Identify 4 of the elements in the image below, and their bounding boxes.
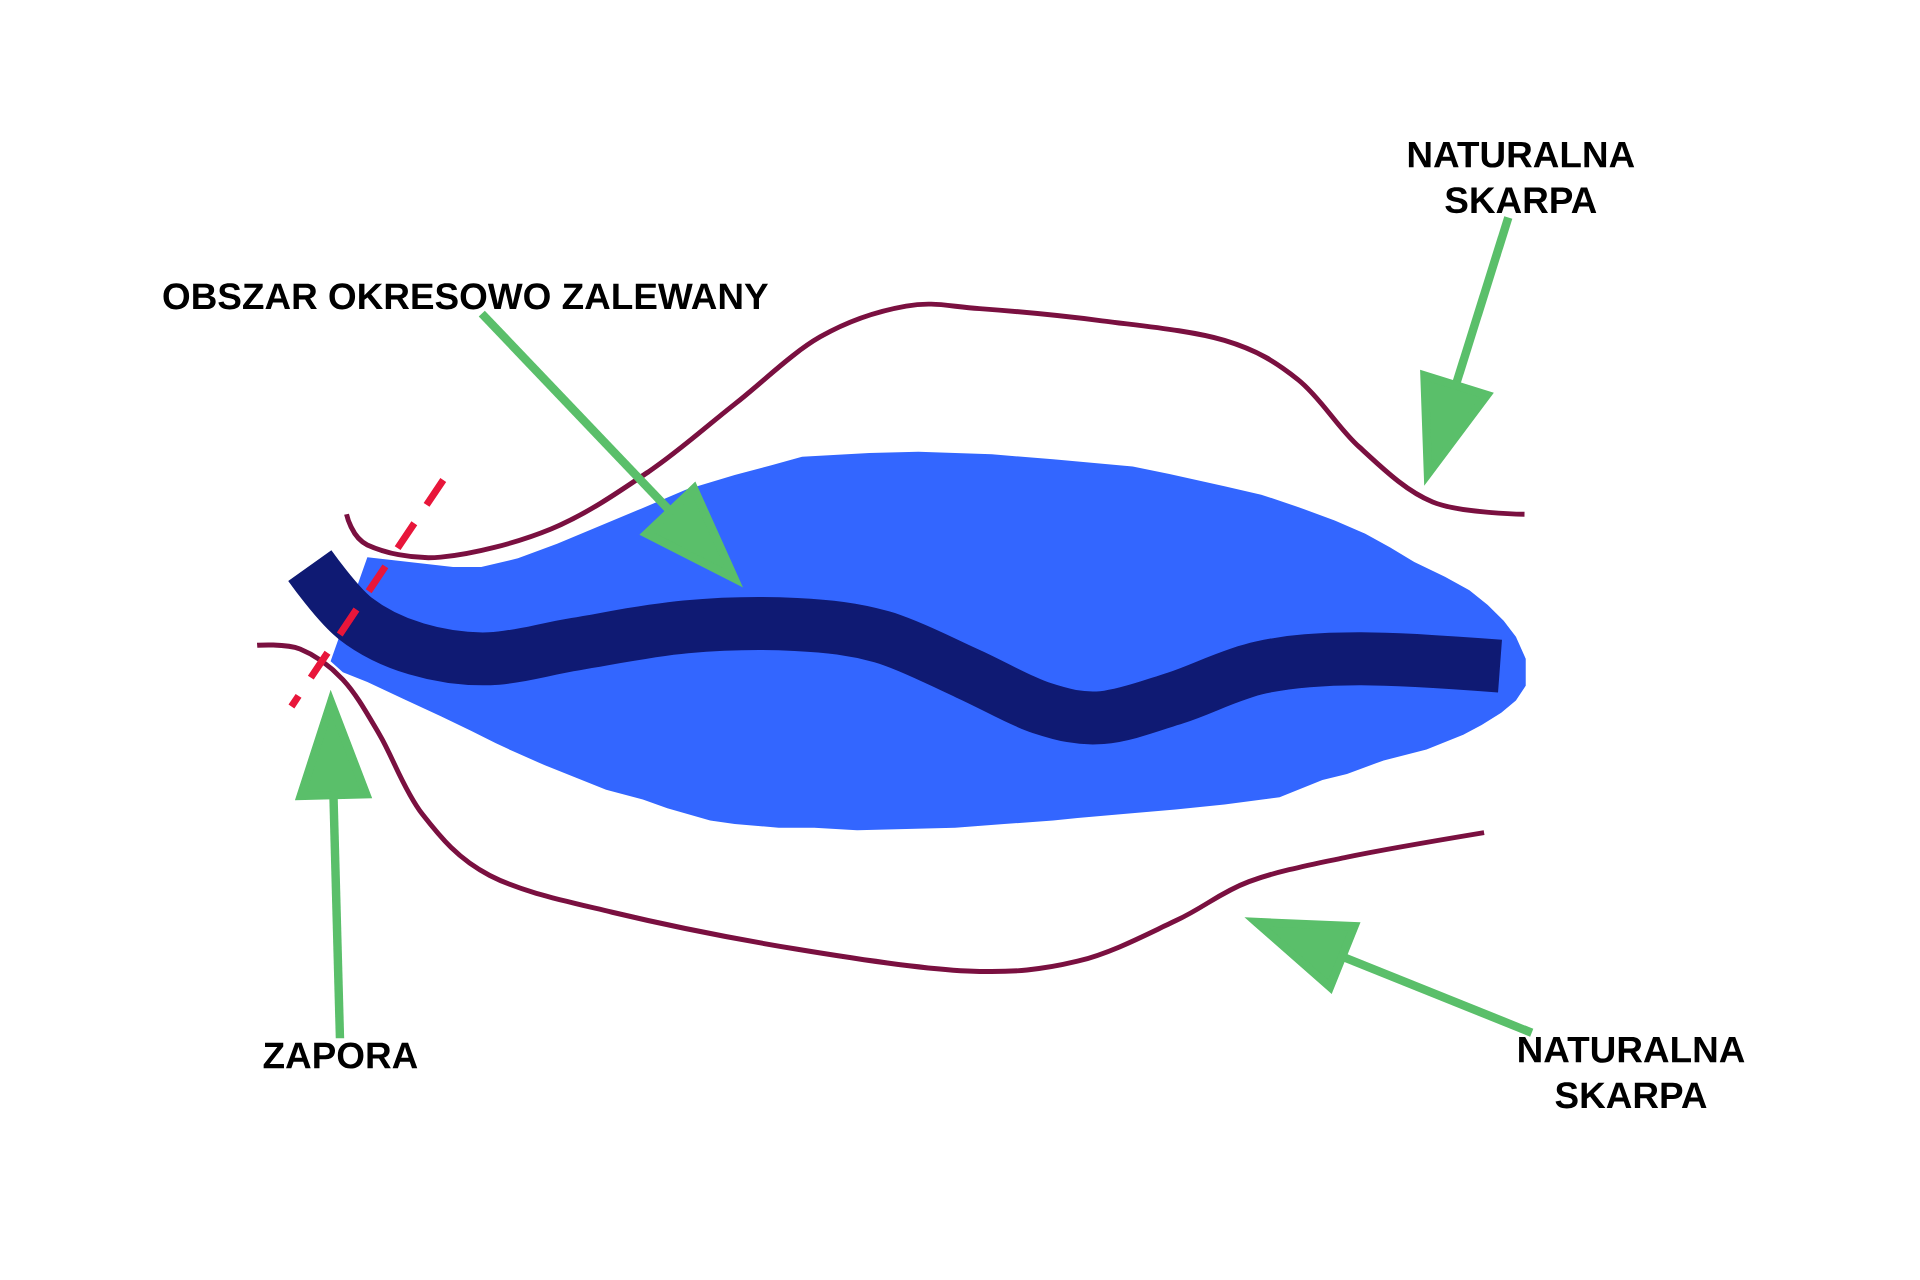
label-text: ZAPORA bbox=[263, 1042, 418, 1069]
label-text: OBSZAR OKRESOWO ZALEWANY bbox=[163, 283, 768, 310]
label-text: NATURALNA SKARPA bbox=[1408, 142, 1635, 214]
label-text: NATURALNA SKARPA bbox=[1519, 1037, 1745, 1109]
